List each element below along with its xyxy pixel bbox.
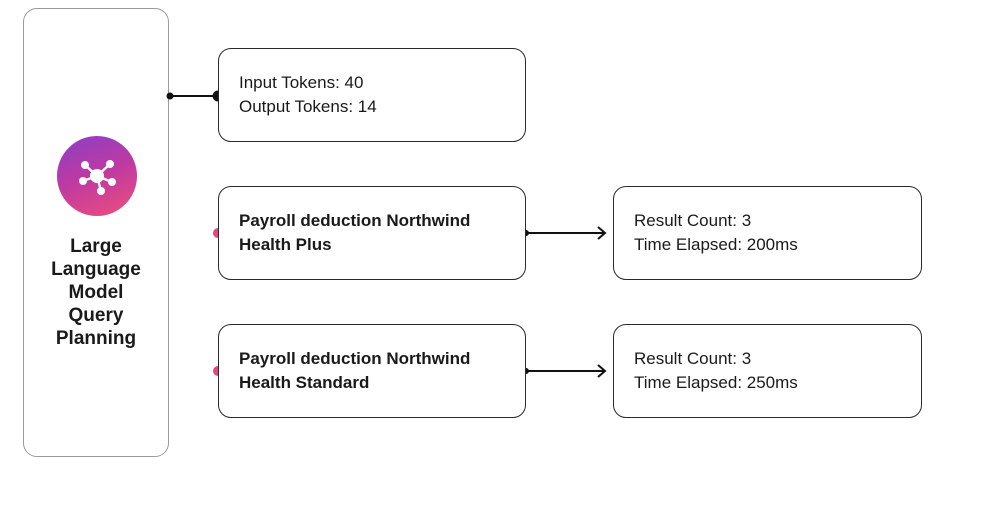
llm-query-planning-panel: Large Language Model Query Planning [23,8,169,457]
network-node-icon [57,136,137,216]
output-tokens-row: Output Tokens14 [239,95,505,119]
result-arrow [523,364,607,378]
query-connector [170,366,223,376]
query-text-line: Health Standard [239,373,370,392]
title-line: Large [70,236,122,257]
title-line: Model [68,282,124,303]
time-elapsed-value: 250ms [746,373,798,392]
result-count-value: 3 [741,211,752,230]
output-tokens-value: 14 [357,97,377,116]
query-text-line: Payroll deduction Northwind [239,211,471,230]
title-line: Language [51,259,141,280]
result-arrow [523,226,607,240]
result-count-row: Result Count3 [634,347,901,371]
time-elapsed-row: Time Elapsed250ms [634,371,901,395]
input-tokens-value: 40 [344,73,364,92]
query-box: Payroll deduction Northwind Health Stand… [218,324,526,418]
query-text-line: Health Plus [239,235,332,254]
result-count-row: Result Count3 [634,209,901,233]
query-box: Payroll deduction Northwind Health Plus [218,186,526,280]
title-line: Query [68,305,124,326]
result-count-value: 3 [741,349,752,368]
panel-title: Large Language Model Query Planning [24,235,168,350]
input-tokens-row: Input Tokens40 [239,71,505,95]
time-elapsed-value: 200ms [746,235,798,254]
token-usage-box: Input Tokens40 Output Tokens14 [218,48,526,142]
time-elapsed-row: Time Elapsed200ms [634,233,901,257]
query-result-box: Result Count3 Time Elapsed200ms [613,186,922,280]
query-connector [170,228,223,238]
title-line: Planning [55,328,137,349]
token-connector [166,90,224,102]
query-text-line: Payroll deduction Northwind [239,349,471,368]
query-result-box: Result Count3 Time Elapsed250ms [613,324,922,418]
